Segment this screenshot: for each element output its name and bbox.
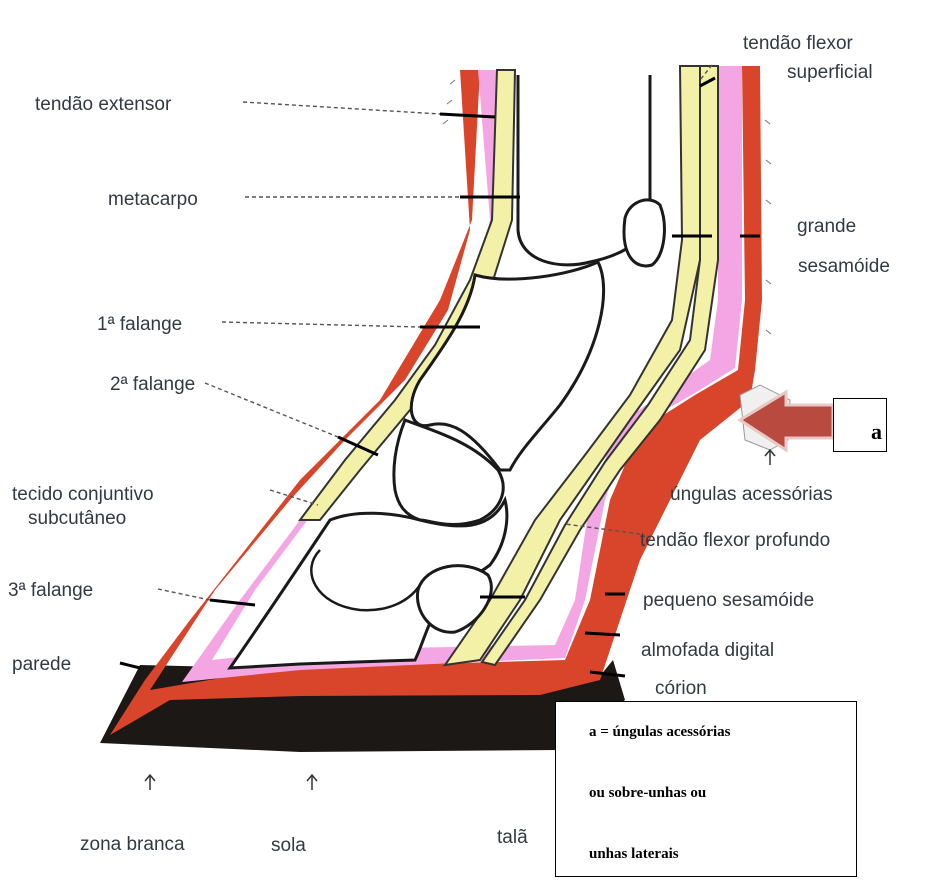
label-zona-branca: zona branca (80, 834, 185, 855)
label-flexor-sup-line2: superficial (787, 62, 873, 83)
label-tecido-line1: tecido conjuntivo (12, 484, 154, 505)
label-metacarpo: metacarpo (108, 189, 198, 210)
label-parede: parede (12, 654, 71, 675)
sesamoid-bone (624, 200, 664, 266)
label-1a-falange: 1ª falange (97, 314, 182, 335)
label-talao: talã (497, 827, 528, 848)
note-line-2: ou sobre-unhas ou (589, 785, 706, 802)
label-tecido-line2: subcutâneo (28, 508, 126, 529)
label-tendao-extensor: tendão extensor (35, 94, 172, 115)
note-line-1: a = úngulas acessórias (589, 724, 730, 741)
note-line-3: unhas laterais (589, 846, 679, 863)
label-ungulas: úngulas acessórias (670, 484, 833, 505)
note-box: a = úngulas acessórias ou sobre-unhas ou… (555, 701, 857, 877)
label-corion: córion (655, 678, 707, 699)
label-flexor-sup-line1: tendão flexor (743, 33, 854, 54)
callout-letter-box: a (833, 398, 887, 452)
label-3a-falange: 3ª falange (8, 580, 93, 601)
label-pequeno-sesamoide: pequeno sesamóide (643, 590, 814, 611)
callout-letter: a (871, 419, 882, 445)
label-grande-line2: sesamóide (798, 256, 890, 277)
label-almofada: almofada digital (641, 640, 774, 661)
label-sola: sola (271, 835, 306, 856)
label-grande-line1: grande (797, 216, 856, 237)
label-2a-falange: 2ª falange (110, 374, 195, 395)
label-flexor-profundo: tendão flexor profundo (640, 530, 830, 551)
